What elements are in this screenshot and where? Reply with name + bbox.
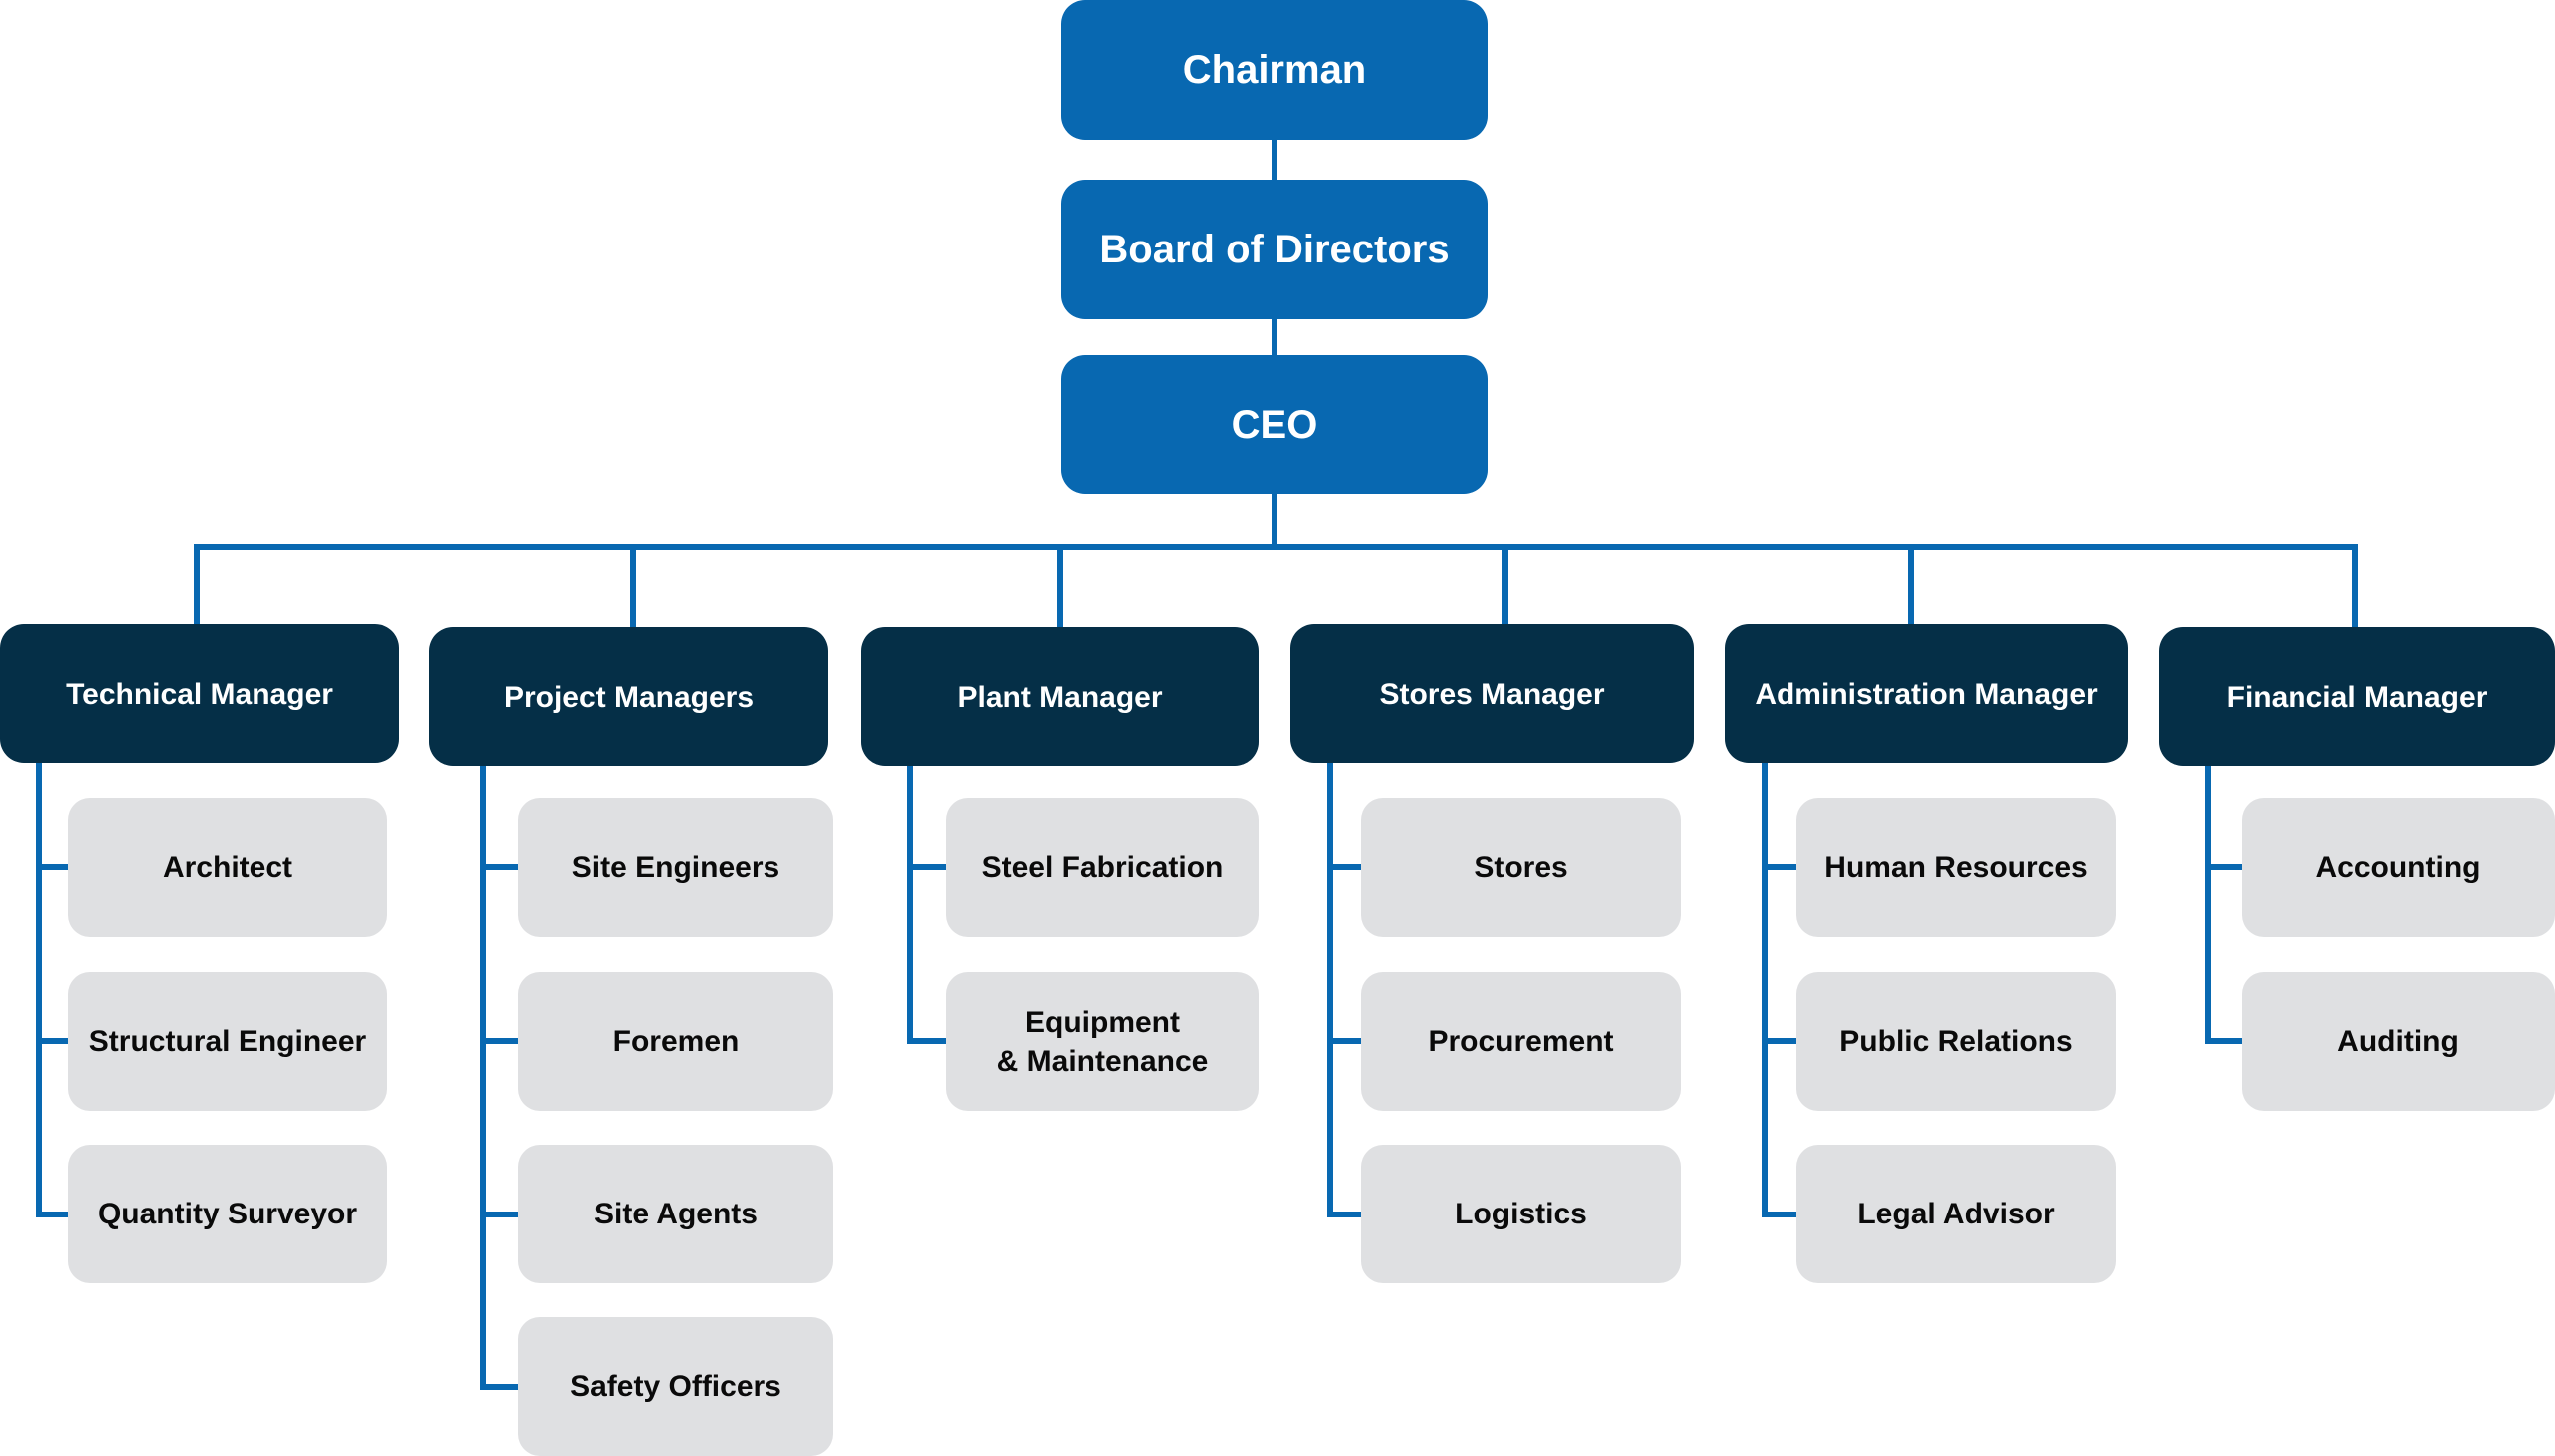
ceo-box: CEO — [1061, 355, 1488, 494]
unit-auditing: Auditing — [2242, 972, 2555, 1111]
project-managers-box: Project Managers — [429, 627, 828, 766]
ceo-label: CEO — [1231, 402, 1318, 447]
unit-equipment-maintenance: Equipment & Maintenance — [946, 972, 1259, 1111]
board-of-directors-box: Board of Directors — [1061, 180, 1488, 319]
manager-label: Technical Manager — [66, 677, 333, 711]
unit-human-resources: Human Resources — [1796, 798, 2116, 937]
unit-safety-officers: Safety Officers — [518, 1317, 833, 1456]
unit-label: Structural Engineer — [88, 1025, 367, 1058]
unit-structural-engineer: Structural Engineer — [68, 972, 387, 1111]
unit-stores: Stores — [1361, 798, 1681, 937]
unit-label: Site Agents — [594, 1198, 758, 1230]
unit-label: Legal Advisor — [1857, 1198, 2055, 1230]
unit-label: Auditing — [2337, 1025, 2459, 1058]
unit-site-engineers: Site Engineers — [518, 798, 833, 937]
unit-public-relations: Public Relations — [1796, 972, 2116, 1111]
manager-label: Administration Manager — [1755, 677, 2098, 711]
unit-site-agents: Site Agents — [518, 1145, 833, 1283]
unit-label: Stores — [1474, 851, 1568, 884]
manager-label: Project Managers — [503, 680, 755, 714]
unit-label: Accounting — [2315, 851, 2481, 884]
unit-label: Foremen — [612, 1025, 740, 1058]
financial-manager-box: Financial Manager — [2159, 627, 2555, 766]
unit-label: Site Engineers — [571, 851, 780, 884]
board-of-directors-label: Board of Directors — [1099, 228, 1450, 271]
manager-label: Stores Manager — [1379, 677, 1605, 711]
unit-label: Procurement — [1428, 1025, 1614, 1058]
administration-manager-box: Administration Manager — [1725, 624, 2128, 763]
technical-manager-box: Technical Manager — [0, 624, 399, 763]
unit-logistics: Logistics — [1361, 1145, 1681, 1283]
plant-manager-box: Plant Manager — [861, 627, 1259, 766]
unit-label: Architect — [162, 851, 293, 884]
unit-label: Public Relations — [1839, 1025, 2073, 1058]
manager-label: Financial Manager — [2226, 680, 2488, 714]
unit-label: Safety Officers — [570, 1370, 781, 1403]
chairman-box: Chairman — [1061, 0, 1488, 140]
unit-label: Steel Fabrication — [981, 851, 1224, 884]
manager-label: Plant Manager — [957, 680, 1163, 714]
stores-manager-box: Stores Manager — [1290, 624, 1694, 763]
unit-label: Quantity Surveyor — [97, 1198, 358, 1230]
unit-accounting: Accounting — [2242, 798, 2555, 937]
chairman-label: Chairman — [1182, 48, 1367, 92]
unit-procurement: Procurement — [1361, 972, 1681, 1111]
unit-architect: Architect — [68, 798, 387, 937]
unit-label: Logistics — [1455, 1198, 1587, 1230]
unit-steel-fabrication: Steel Fabrication — [946, 798, 1259, 937]
unit-foremen: Foremen — [518, 972, 833, 1111]
unit-label: Equipment & Maintenance — [996, 1005, 1209, 1078]
unit-label: Human Resources — [1824, 851, 2088, 884]
unit-legal-advisor: Legal Advisor — [1796, 1145, 2116, 1283]
unit-quantity-surveyor: Quantity Surveyor — [68, 1145, 387, 1283]
